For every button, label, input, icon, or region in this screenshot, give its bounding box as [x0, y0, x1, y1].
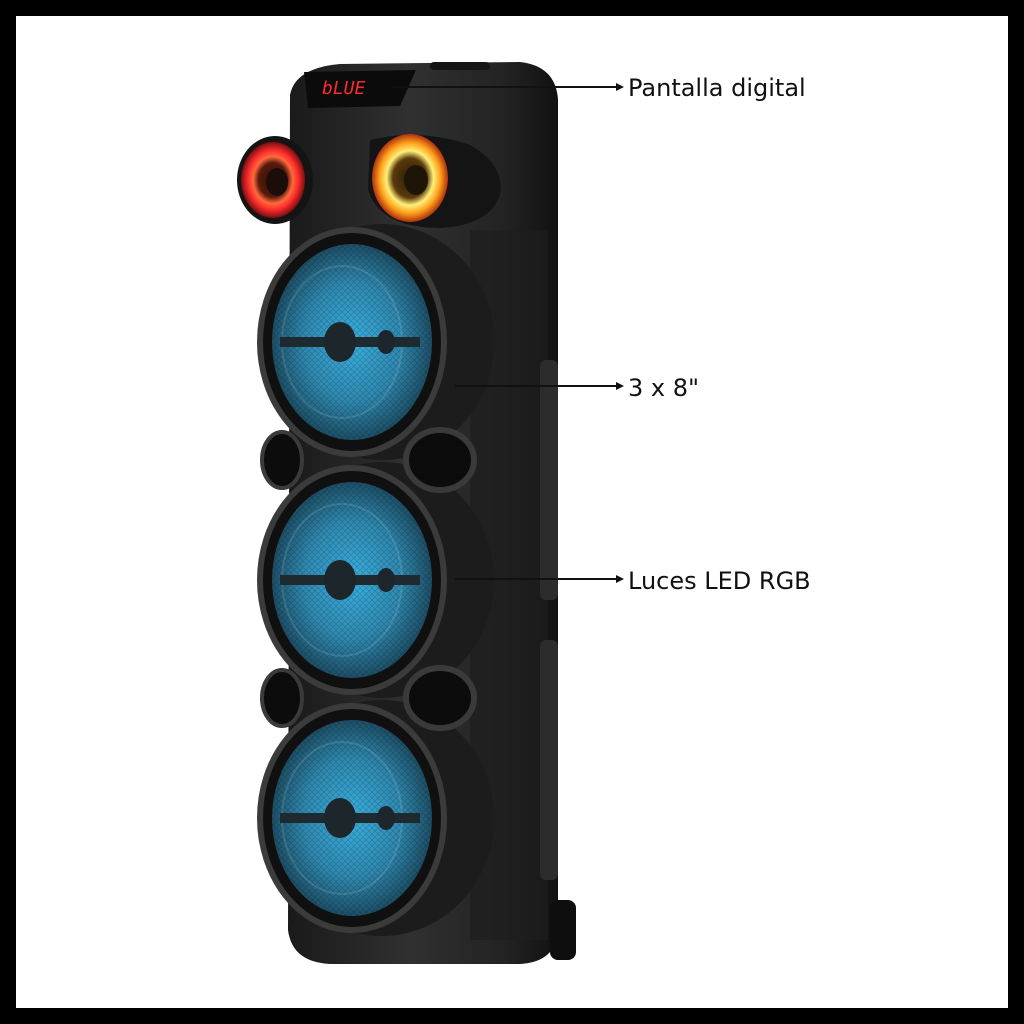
bass-port	[403, 665, 477, 731]
bass-port	[260, 668, 304, 728]
display-text: bLUE	[322, 78, 366, 99]
arrow-head	[616, 83, 624, 91]
callout-lines	[392, 83, 624, 583]
bass-port	[260, 430, 304, 490]
bass-port	[403, 427, 477, 493]
ring-light-left	[237, 136, 313, 224]
arrow-head	[616, 382, 624, 390]
callout-pantalla-digital: Pantalla digital	[628, 74, 806, 102]
woofer	[257, 224, 494, 460]
digital-display: bLUE	[304, 70, 416, 108]
wheel	[550, 900, 576, 960]
ring-light-right	[368, 134, 501, 228]
arrow-head	[616, 575, 624, 583]
woofer	[257, 700, 494, 936]
woofers	[257, 224, 494, 936]
callout-luces-led: Luces LED RGB	[628, 567, 811, 595]
bass-ports	[260, 427, 477, 731]
woofer	[257, 462, 494, 698]
callout-woofer-size: 3 x 8"	[628, 374, 700, 402]
